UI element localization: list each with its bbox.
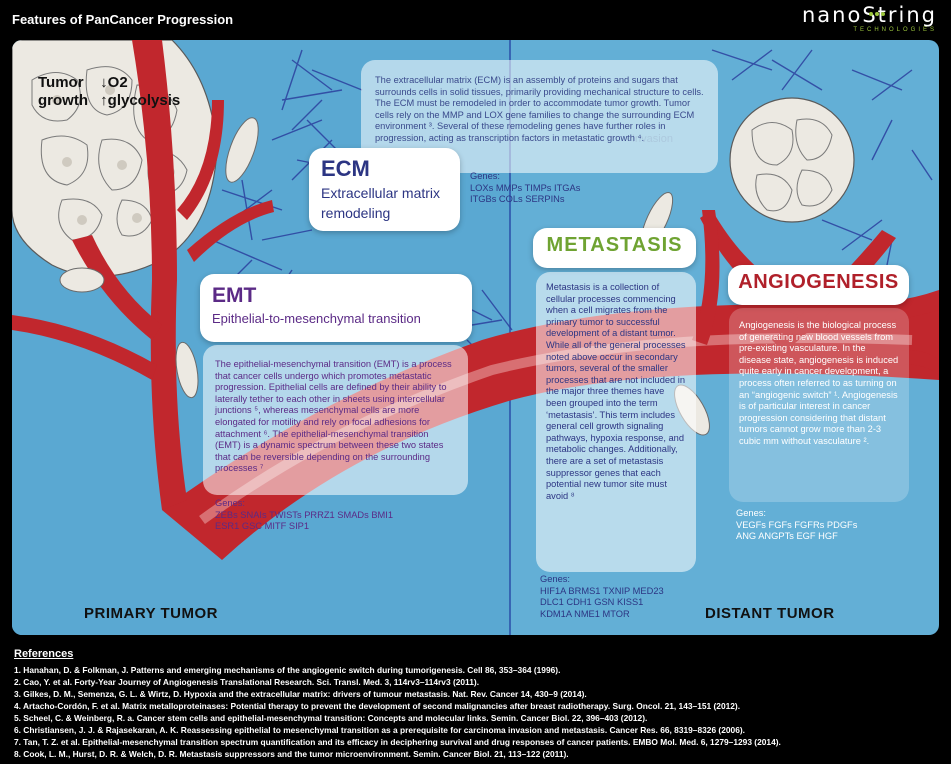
- reference-item: 1. Hanahan, D. & Folkman, J. Patterns an…: [14, 665, 561, 675]
- emt-genes-line2: ESR1 GSC MITF SIP1: [215, 521, 310, 532]
- angiogenesis-genes-label: Genes:: [736, 508, 766, 518]
- reference-item: 4. Artacho-Cordón, F. et al. Matrix meta…: [14, 701, 741, 711]
- primary-tumor-label: PRIMARY TUMOR: [84, 605, 218, 622]
- nanostring-logo: nanoString TECHNOLOGIES: [802, 4, 937, 33]
- diagram-panel: Invasion Tumor growth ↓O2 ↑glycolysis Th…: [12, 40, 939, 635]
- emt-abbr: EMT: [212, 284, 257, 307]
- references-list: 1. Hanahan, D. & Folkman, J. Patterns an…: [14, 664, 939, 760]
- reference-item: 8. Cook, L. M., Hurst, D. R. & Welch, D.…: [14, 749, 569, 759]
- ecm-full-line1: Extracellular matrix: [321, 185, 441, 201]
- ecm-genes-line1: LOXs MMPs TIMPs ITGAs: [470, 182, 581, 193]
- emt-genes-label: Genes:: [215, 498, 245, 508]
- glycolysis-up-label: ↑glycolysis: [100, 92, 181, 109]
- page-title: Features of PanCancer Progression: [12, 12, 234, 27]
- angiogenesis-title-card: ANGIOGENESIS: [728, 265, 909, 305]
- ecm-genes-line2: ITGBs COLs SERPINs: [470, 194, 565, 205]
- metastasis-description: Metastasis is a collection of cellular p…: [536, 272, 696, 572]
- metastasis-genes-line1: HIF1A BRMS1 TXNIP MED23: [540, 585, 664, 596]
- reference-item: 3. Gilkes, D. M., Semenza, G. L. & Wirtz…: [14, 689, 587, 699]
- angiogenesis-genes-line1: VEGFs FGFs FGFRs PDGFs: [736, 519, 858, 530]
- angiogenesis-genes: Genes: VEGFs FGFs FGFRs PDGFs ANG ANGPTs…: [736, 508, 916, 553]
- emt-full: Epithelial-to-mesenchymal transition: [212, 311, 421, 326]
- ecm-description: The extracellular matrix (ECM) is an ass…: [361, 60, 718, 173]
- metastasis-title-card: METASTASIS: [533, 228, 696, 268]
- references-section: References 1. Hanahan, D. & Folkman, J. …: [14, 648, 939, 760]
- angiogenesis-abbr: ANGIOGENESIS: [738, 271, 899, 293]
- reference-item: 6. Christiansen, J. J. & Rajasekaran, A.…: [14, 725, 745, 735]
- references-title: References: [14, 648, 74, 660]
- ecm-title-card: ECM Extracellular matrix remodeling: [309, 148, 460, 231]
- logo-tagline: TECHNOLOGIES: [853, 27, 937, 33]
- oxygen-down-label: ↓O2: [100, 74, 128, 91]
- reference-item: 7. Tan, T. Z. et al. Epithelial-mesenchy…: [14, 737, 781, 747]
- ecm-abbr: ECM: [321, 156, 370, 181]
- ecm-genes: Genes: LOXs MMPs TIMPs ITGAs ITGBs COLs …: [462, 165, 692, 211]
- distant-tumor-label: DISTANT TUMOR: [705, 605, 835, 622]
- distant-tumor-cluster-icon: [729, 97, 855, 223]
- emt-title-card: EMT Epithelial-to-mesenchymal transition: [200, 274, 472, 342]
- emt-description: The epithelial-mesenchymal transition (E…: [203, 345, 468, 495]
- angiogenesis-genes-line2: ANG ANGPTs EGF HGF: [736, 531, 838, 542]
- metastasis-genes: Genes: HIF1A BRMS1 TXNIP MED23 DLC1 CDH1…: [540, 574, 720, 629]
- metastasis-abbr: METASTASIS: [546, 234, 683, 256]
- ecm-genes-label: Genes:: [470, 171, 500, 181]
- metastasis-genes-line3: KDM1A NME1 MTOR: [540, 608, 630, 619]
- metastasis-genes-label: Genes:: [540, 574, 570, 584]
- tumor-label: Tumor: [38, 74, 84, 91]
- growth-label: growth: [38, 92, 88, 109]
- reference-item: 2. Cao, Y. et al. Forty-Year Journey of …: [14, 677, 480, 687]
- ecm-full-line2: remodeling: [321, 205, 391, 221]
- reference-item: 5. Scheel, C. & Weinberg, R. a. Cancer s…: [14, 713, 648, 723]
- emt-genes: Genes: ZEBs SNAIs TWISTs PRRZ1 SMADs BMI…: [203, 498, 448, 538]
- angiogenesis-description: Angiogenesis is the biological process o…: [729, 308, 909, 502]
- emt-genes-line1: ZEBs SNAIs TWISTs PRRZ1 SMADs BMI1: [215, 509, 394, 520]
- logo-dots-icon: [867, 3, 885, 21]
- logo-word: nanoString: [802, 4, 937, 26]
- metastasis-genes-line2: DLC1 CDH1 GSN KISS1: [540, 597, 644, 608]
- tumor-growth-note: Tumor growth ↓O2 ↑glycolysis: [38, 74, 188, 110]
